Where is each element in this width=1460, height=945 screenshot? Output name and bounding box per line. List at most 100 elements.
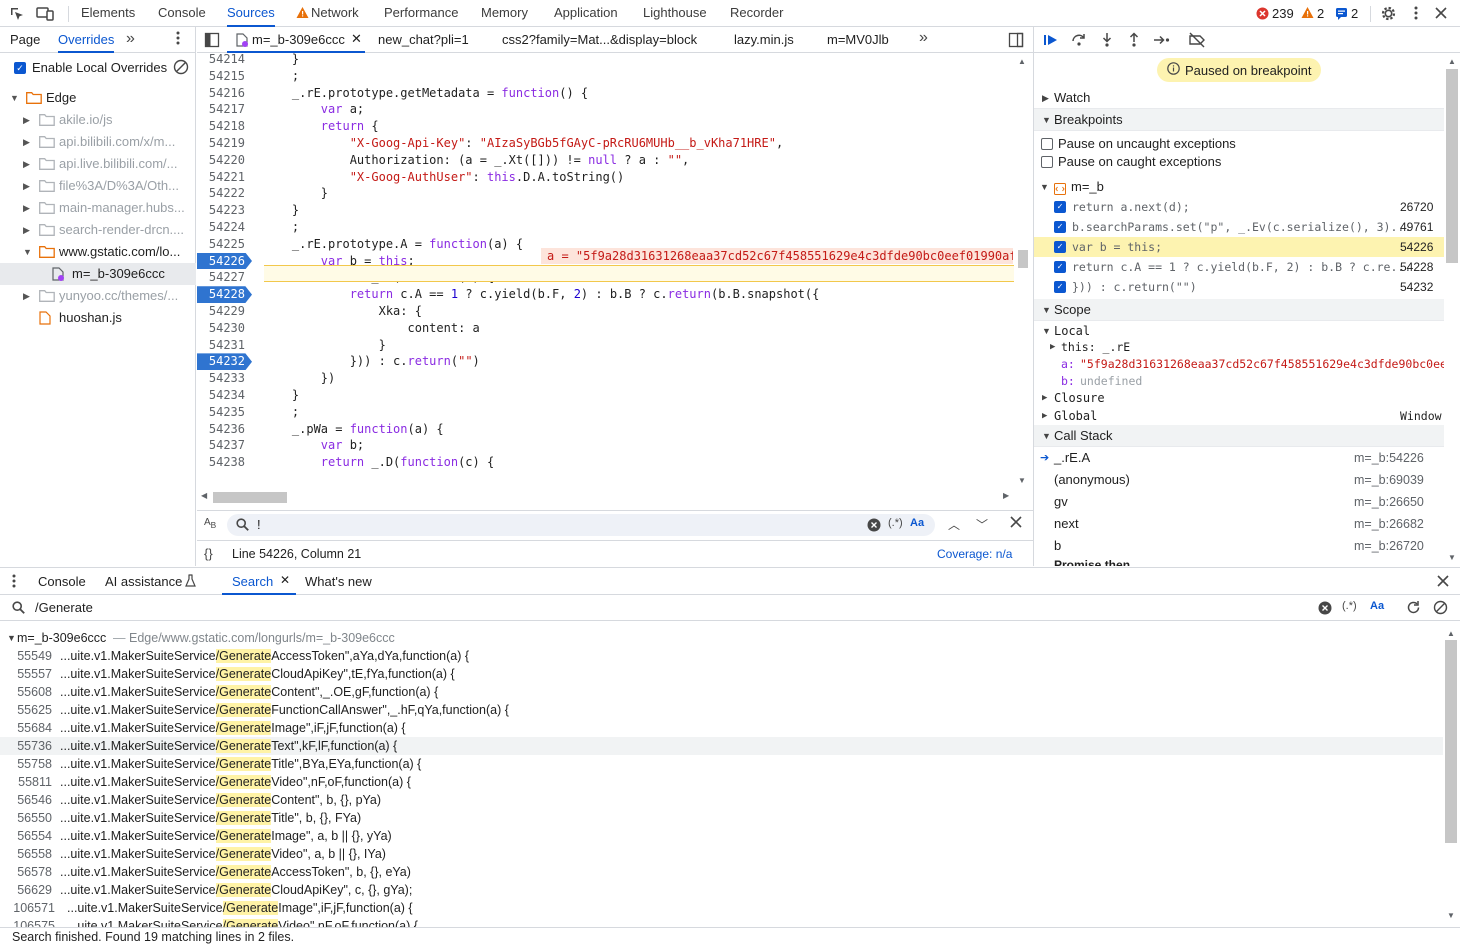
line-number[interactable]: 54229 (208, 304, 245, 318)
breakpoints-section[interactable]: ▼Breakpoints (1034, 109, 1444, 131)
more-options-icon[interactable] (1406, 3, 1426, 23)
settings-gear-icon[interactable] (1378, 3, 1398, 23)
tab-application[interactable]: Application (554, 5, 618, 20)
line-number[interactable]: 54231 (208, 337, 245, 352)
next-match-icon[interactable]: ﹀ (976, 518, 989, 532)
editor-tab-active[interactable]: m=_b-309e6ccc ✕ (227, 27, 365, 53)
tab-recorder[interactable]: Recorder (730, 5, 784, 20)
deactivate-breakpoints-icon[interactable] (1188, 32, 1206, 51)
editor-hscrollbar-thumb[interactable] (213, 492, 287, 503)
editor-search-input[interactable]: ! (257, 517, 261, 532)
match-case-icon[interactable]: Aa (910, 517, 925, 529)
enable-overrides-checkbox[interactable]: ✓ (14, 61, 26, 74)
editor-tab[interactable]: lazy.min.js (734, 32, 794, 47)
tab-performance[interactable]: Performance (384, 5, 459, 20)
tree-folder-item[interactable]: ▼www.gstatic.com/lo... (0, 241, 196, 263)
code-editor[interactable]: 54214 }54215 ;54216 _.rE.prototype.getMe… (197, 53, 1033, 491)
debugger-vscrollbar-thumb[interactable] (1446, 69, 1458, 263)
drawer-tab-console[interactable]: Console (38, 574, 86, 589)
line-number[interactable]: 54233 (208, 371, 245, 386)
pause-caught-row[interactable]: Pause on caught exceptions (1034, 152, 1444, 172)
breakpoint-item[interactable]: ✓b.searchParams.set("p", _.Ev(c.serializ… (1034, 217, 1444, 237)
line-number[interactable]: 54225 (208, 236, 245, 251)
line-number[interactable]: 54224 (208, 220, 245, 234)
line-number[interactable]: 54234 (208, 388, 245, 402)
search-result-row[interactable]: 56550...uite.v1.MakerSuiteService/Genera… (0, 809, 1443, 827)
global-search-input[interactable]: /Generate (35, 600, 93, 615)
results-vscrollbar-thumb[interactable] (1445, 640, 1457, 843)
close-devtools-icon[interactable] (1431, 3, 1451, 23)
scroll-down-arrow-icon[interactable]: ▼ (1018, 476, 1026, 485)
line-number[interactable]: 54223 (208, 203, 245, 218)
step-out-icon[interactable] (1126, 32, 1142, 51)
clear-results-icon[interactable] (1433, 600, 1448, 618)
breakpoint-checkbox[interactable]: ✓ (1054, 201, 1066, 213)
breakpoint-checkbox[interactable]: ✓ (1054, 221, 1066, 233)
pretty-print-icon[interactable]: {} (204, 546, 213, 561)
more-tabs-chevron-icon[interactable]: » (919, 29, 928, 46)
tab-sources[interactable]: Sources (227, 0, 275, 27)
collapsed-triangle-icon[interactable]: ▶ (23, 225, 30, 235)
drawer-menu-icon[interactable] (12, 574, 16, 591)
editor-tab[interactable]: m=MV0Jlb (827, 32, 889, 47)
scope-b-row[interactable]: b: undefined (1061, 374, 1143, 388)
search-result-file-header[interactable]: ▼ m=_b-309e6ccc — Edge/www.gstatic.com/l… (0, 629, 1443, 647)
more-tabs-chevron-icon[interactable]: » (126, 30, 135, 47)
search-result-row[interactable]: 56629...uite.v1.MakerSuiteService/Genera… (0, 881, 1443, 899)
breakpoint-file-row[interactable]: ▼ m=_b (1034, 177, 1444, 197)
line-number[interactable]: 54236 (208, 421, 245, 436)
previous-match-icon[interactable]: ︿ (948, 518, 961, 532)
collapsed-triangle-icon[interactable]: ▶ (23, 115, 30, 125)
breakpoint-checkbox[interactable]: ✓ (1054, 281, 1066, 293)
search-result-row[interactable]: 55557...uite.v1.MakerSuiteService/Genera… (0, 665, 1443, 683)
global-scope-row[interactable]: ▶ Global Window (1042, 409, 1442, 423)
tree-folder-item[interactable]: ▶file%3A/D%3A/Oth... (0, 175, 196, 197)
close-tab-icon[interactable]: ✕ (280, 573, 291, 587)
line-number[interactable]: 54215 (208, 68, 245, 83)
search-result-row[interactable]: 55549...uite.v1.MakerSuiteService/Genera… (0, 647, 1443, 665)
line-number[interactable]: 54220 (208, 152, 245, 167)
tab-lighthouse[interactable]: Lighthouse (643, 5, 707, 20)
error-count[interactable]: 239 (1272, 6, 1294, 21)
collapsed-triangle-icon[interactable]: ▶ (23, 291, 30, 301)
pause-uncaught-checkbox[interactable] (1041, 138, 1053, 150)
scroll-up-arrow-icon[interactable]: ▲ (1447, 629, 1455, 638)
match-case-icon[interactable]: Aa (1370, 600, 1385, 612)
regex-toggle-icon[interactable]: (.*) (1342, 600, 1357, 612)
search-result-row[interactable]: 55625...uite.v1.MakerSuiteService/Genera… (0, 701, 1443, 719)
clear-overrides-icon[interactable] (173, 59, 189, 78)
tab-page[interactable]: Page (10, 32, 41, 47)
editor-search-field[interactable]: ! (.*) Aa (227, 514, 935, 536)
search-result-row[interactable]: 56558...uite.v1.MakerSuiteService/Genera… (0, 845, 1443, 863)
line-number[interactable]: 54235 (208, 404, 245, 419)
tree-file-item[interactable]: m=_b-309e6ccc (0, 263, 196, 285)
toggle-debugger-icon[interactable] (1008, 32, 1024, 51)
breakpoint-item[interactable]: ✓})) : c.return("")54232 (1034, 277, 1444, 297)
search-result-row[interactable]: 55758...uite.v1.MakerSuiteService/Genera… (0, 755, 1443, 773)
tree-folder-item[interactable]: ▼Edge (0, 87, 196, 109)
search-result-row[interactable]: 106571...uite.v1.MakerSuiteService/Gener… (0, 899, 1443, 917)
pause-uncaught-row[interactable]: Pause on uncaught exceptions (1034, 134, 1444, 154)
breakpoint-line-number[interactable]: 54228 (197, 286, 252, 303)
breakpoint-checkbox[interactable]: ✓ (1054, 261, 1066, 273)
toggle-navigator-icon[interactable] (204, 32, 220, 51)
close-tab-icon[interactable]: ✕ (351, 31, 362, 46)
breakpoint-item[interactable]: ✓return c.A == 1 ? c.yield(b.F, 2) : b.B… (1034, 257, 1444, 277)
collapsed-triangle-icon[interactable]: ▶ (23, 137, 30, 147)
drawer-tab-search[interactable]: Search ✕ (222, 568, 296, 595)
collapsed-triangle-icon[interactable]: ▶ (23, 203, 30, 213)
scroll-right-arrow-icon[interactable]: ▶ (1003, 491, 1010, 500)
breakpoint-line-number[interactable]: 54226 (197, 252, 252, 270)
breakpoint-checkbox[interactable]: ✓ (1054, 241, 1066, 253)
tab-elements[interactable]: Elements (81, 5, 136, 20)
line-number[interactable]: 54238 (208, 455, 245, 470)
search-result-row[interactable]: 56578...uite.v1.MakerSuiteService/Genera… (0, 863, 1443, 881)
tab-console[interactable]: Console (158, 5, 206, 20)
clear-search-icon[interactable] (867, 518, 881, 535)
tab-memory[interactable]: Memory (481, 5, 528, 20)
message-count[interactable]: 2 (1351, 6, 1359, 21)
line-number[interactable]: 54219 (208, 136, 245, 150)
